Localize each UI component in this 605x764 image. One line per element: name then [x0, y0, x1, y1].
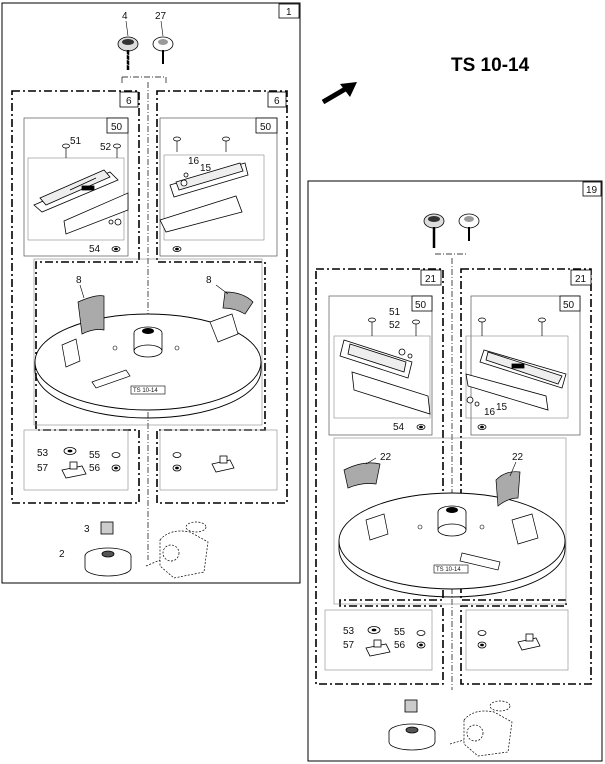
svg-text:51: 51 — [70, 136, 82, 147]
svg-text:6: 6 — [126, 96, 132, 107]
svg-text:TS 10-14: TS 10-14 — [436, 567, 461, 573]
frame-19 — [307, 180, 603, 762]
svg-text:53: 53 — [343, 626, 355, 637]
subbox-50-right — [159, 117, 278, 257]
svg-text:16: 16 — [188, 156, 200, 167]
svg-text:15: 15 — [200, 163, 212, 174]
blade-bracket-icon — [365, 633, 541, 657]
svg-text:22: 22 — [512, 452, 524, 463]
group-21-right — [460, 268, 592, 685]
svg-text:54: 54 — [393, 422, 405, 433]
svg-text:8: 8 — [206, 275, 212, 286]
blade-holder-icon — [159, 162, 249, 233]
hub-icon — [84, 521, 132, 577]
svg-text:50: 50 — [111, 122, 123, 133]
nut-icon — [416, 424, 487, 430]
svg-text:56: 56 — [394, 640, 406, 651]
blade-holder-icon — [339, 339, 431, 415]
gearbox-icon — [145, 521, 209, 579]
svg-text:27: 27 — [155, 11, 167, 22]
svg-text:21: 21 — [575, 274, 587, 285]
screw-icon — [62, 136, 230, 158]
washer-icon — [367, 626, 487, 649]
svg-text:15: 15 — [496, 402, 508, 413]
svg-text:6: 6 — [274, 96, 280, 107]
group-6-left — [11, 90, 140, 504]
cutter-disc: TS 10-14 — [338, 462, 566, 598]
blade-holder-icon — [33, 169, 129, 235]
bolt-icon — [423, 213, 480, 248]
bolt-4-icon — [117, 36, 139, 70]
svg-text:50: 50 — [563, 300, 575, 311]
gearbox-icon — [449, 700, 513, 757]
svg-text:56: 56 — [89, 463, 101, 474]
right-assembly: 19 21 21 50 50 — [307, 180, 603, 762]
svg-text:22: 22 — [380, 452, 392, 463]
svg-text:50: 50 — [415, 300, 427, 311]
svg-text:21: 21 — [425, 274, 437, 285]
arrow-icon — [321, 82, 357, 105]
screw-icon — [368, 317, 546, 336]
svg-text:54: 54 — [89, 244, 101, 255]
svg-text:3: 3 — [84, 524, 90, 535]
svg-text:55: 55 — [394, 627, 406, 638]
svg-text:TS 10-14: TS 10-14 — [133, 388, 158, 394]
frame-number: 1 — [286, 7, 292, 18]
svg-text:8: 8 — [76, 275, 82, 286]
svg-text:52: 52 — [100, 142, 112, 153]
svg-text:52: 52 — [389, 320, 401, 331]
svg-text:57: 57 — [343, 640, 355, 651]
svg-text:51: 51 — [389, 307, 401, 318]
svg-text:53: 53 — [37, 448, 49, 459]
subbox-50-right — [470, 295, 581, 436]
nut-icon — [111, 246, 182, 252]
svg-text:50: 50 — [260, 122, 272, 133]
svg-text:16: 16 — [484, 407, 496, 418]
subbox-50-left — [23, 117, 129, 257]
svg-text:55: 55 — [89, 450, 101, 461]
svg-text:57: 57 — [37, 463, 49, 474]
svg-text:19: 19 — [586, 185, 598, 196]
cutter-disc: TS 10-14 — [34, 291, 262, 419]
bolt-27-icon — [152, 36, 174, 64]
left-assembly: 1 6 6 50 50 — [1, 2, 301, 584]
frame-1 — [1, 2, 301, 584]
svg-text:2: 2 — [59, 549, 65, 560]
subbox-50-left — [328, 295, 433, 436]
hub-icon — [388, 699, 436, 751]
diagram-title: TS 10-14 — [451, 55, 530, 76]
group-6-right — [156, 90, 288, 504]
svg-text:4: 4 — [122, 11, 128, 22]
blade-bracket-icon — [61, 455, 235, 479]
washer-icon — [63, 447, 182, 472]
blade-holder-icon — [465, 349, 567, 411]
group-21-left — [315, 268, 444, 685]
